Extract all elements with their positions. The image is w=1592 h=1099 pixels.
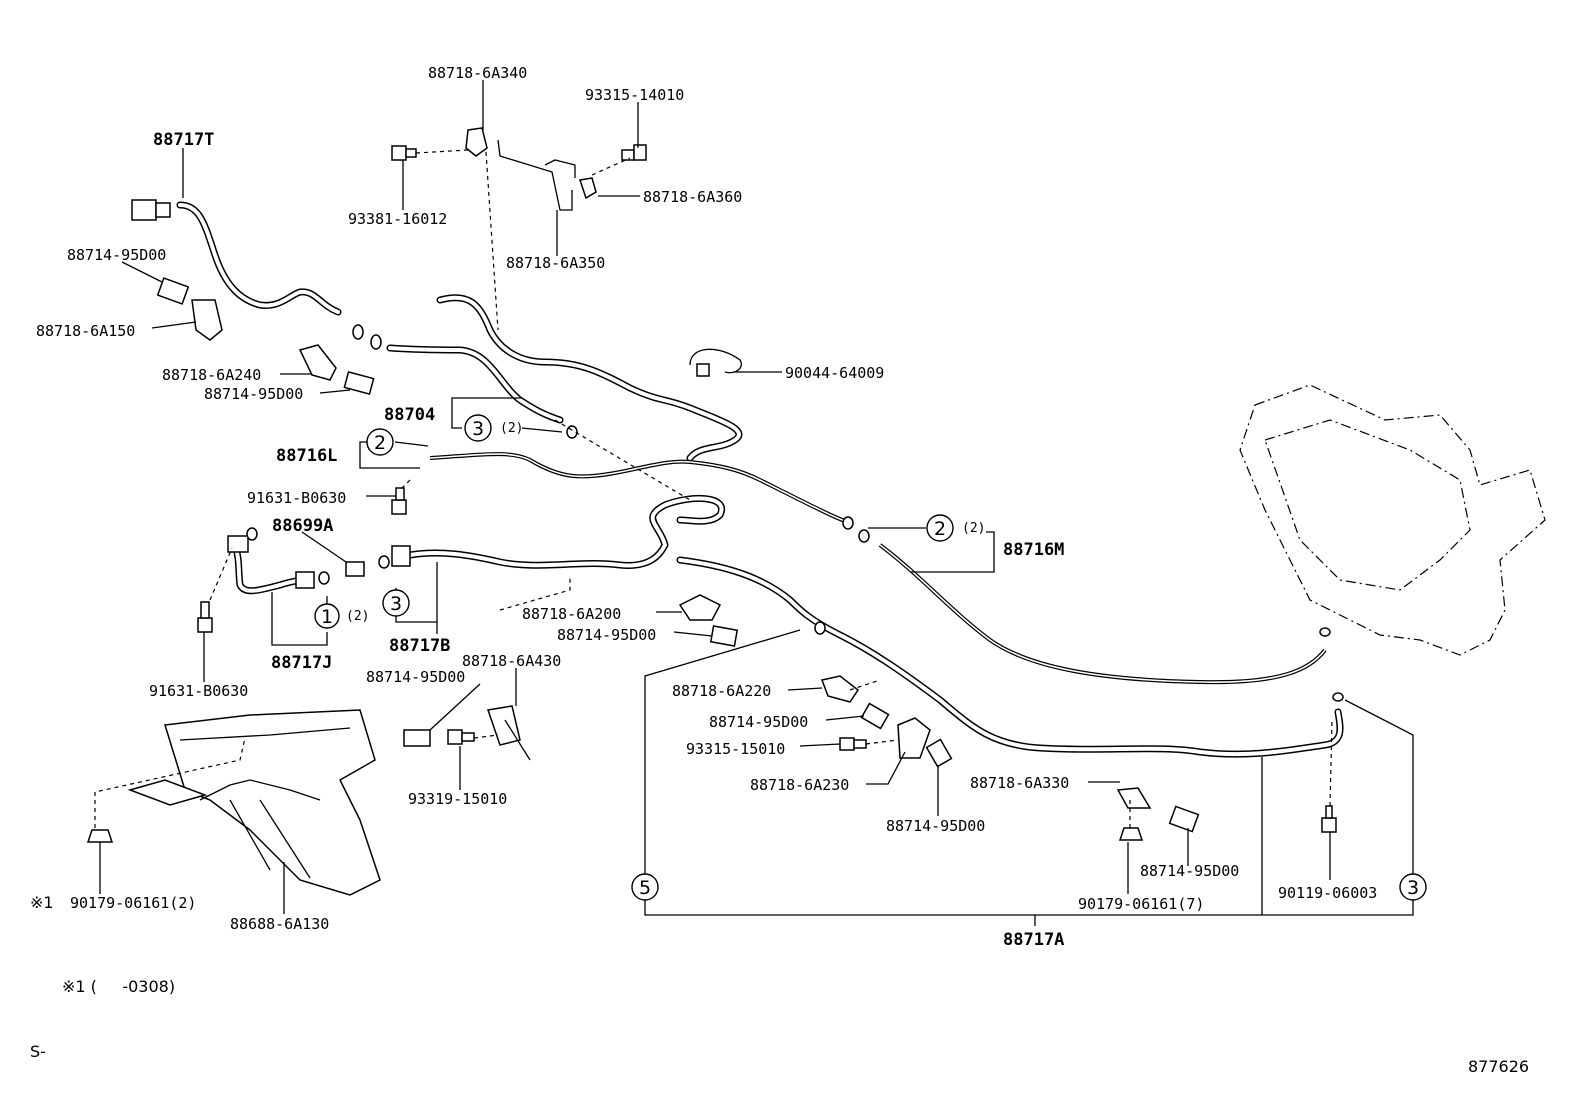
clamp-90044-64009 <box>689 348 742 377</box>
pipe-88717T <box>176 201 342 316</box>
circle-2-a: 2 <box>366 428 394 456</box>
circle-1: 1 <box>314 603 340 629</box>
cushion-88714-95D00-d <box>403 729 431 747</box>
label-93381-16012: 93381-16012 <box>348 210 447 228</box>
connector-88717B <box>391 545 411 567</box>
bolt-93319-15010 <box>447 729 475 745</box>
clamp-88718-6A430 <box>487 705 531 761</box>
label-88718-6A360: 88718-6A360 <box>643 188 742 206</box>
cushion-88714-95D00-c <box>709 625 739 647</box>
qty-88704: (2) <box>500 421 523 436</box>
label-88717J: 88717J <box>271 653 332 673</box>
label-88718-6A340: 88718-6A340 <box>428 64 527 82</box>
connector-88717T <box>131 199 171 221</box>
cushion-88714-95D00-g <box>1168 805 1200 833</box>
circle-2-b: 2 <box>926 514 954 542</box>
label-88714-95D00-g: 88714-95D00 <box>1140 862 1239 880</box>
cushion-88714-95D00-a <box>156 277 190 305</box>
footnote: ※1 ( -0308) <box>62 977 175 996</box>
svg-text:1: 1 <box>321 606 333 628</box>
bolt-93315-14010 <box>621 144 647 161</box>
label-93315-14010: 93315-14010 <box>585 86 684 104</box>
svg-text:2: 2 <box>374 432 386 454</box>
pipe-88717B <box>406 494 725 569</box>
clamp-88718-6A220 <box>820 675 860 703</box>
tube-88716L <box>429 452 849 524</box>
label-88718-6A430: 88718-6A430 <box>462 652 561 670</box>
label-88714-95D00-f: 88714-95D00 <box>886 817 985 835</box>
bolt-93315-15010 <box>839 737 867 751</box>
bracket-88718-6A350 <box>497 139 576 211</box>
clamp-88718-6A200 <box>678 594 722 621</box>
circle-3-a: 3 <box>464 414 492 442</box>
bolt-91631-B0630-b <box>197 601 213 633</box>
circle-3-c: 3 <box>1399 873 1427 901</box>
label-90179-06161-2: 90179-06161(2) <box>70 894 196 912</box>
svg-text:5: 5 <box>639 877 651 899</box>
circle-3-b: 3 <box>382 589 410 617</box>
label-88718-6A200: 88718-6A200 <box>522 605 621 623</box>
svg-text:3: 3 <box>390 593 402 615</box>
label-93315-15010: 93315-15010 <box>686 740 785 758</box>
clamp-88718-6A340 <box>465 127 488 157</box>
label-88688-6A130: 88688-6A130 <box>230 915 329 933</box>
note-mark: ※1 <box>30 893 54 912</box>
nut-90179-06161-2 <box>86 829 114 843</box>
dashed-assembly-lines <box>94 149 1333 828</box>
nut-90179-06161-7 <box>1118 827 1144 841</box>
label-90044-64009: 90044-64009 <box>785 364 884 382</box>
label-88716L: 88716L <box>276 446 337 466</box>
label-88714-95D00-a: 88714-95D00 <box>67 246 166 264</box>
pipe-88717A <box>676 556 1344 758</box>
connector-88717J <box>227 535 315 589</box>
label-88718-6A240: 88718-6A240 <box>162 366 261 384</box>
svg-text:2: 2 <box>934 518 946 540</box>
svg-text:3: 3 <box>472 418 484 440</box>
clamp-88718-6A240 <box>298 344 337 381</box>
cushion-88714-95D00-f <box>925 738 953 768</box>
label-88717B: 88717B <box>389 636 450 656</box>
label-88714-95D00-d: 88714-95D00 <box>366 668 465 686</box>
code-left: S- <box>30 1042 46 1061</box>
protector-88688-6A130 <box>127 709 381 896</box>
label-93319-15010: 93319-15010 <box>408 790 507 808</box>
clamp-88718-6A150 <box>191 299 223 341</box>
circle-5: 5 <box>631 873 659 901</box>
label-88704: 88704 <box>384 405 435 425</box>
cushion-88714-95D00-b <box>343 370 375 396</box>
label-88717A: 88717A <box>1003 930 1064 950</box>
clamp-88718-6A230 <box>897 717 931 759</box>
fuel-tank-outline <box>1239 384 1546 656</box>
label-88714-95D00-c: 88714-95D00 <box>557 626 656 644</box>
label-88699A: 88699A <box>272 516 333 536</box>
label-91631-B0630-b: 91631-B0630 <box>149 682 248 700</box>
label-90179-06161-7: 90179-06161(7) <box>1078 895 1204 913</box>
pipe-88704 <box>386 294 743 462</box>
label-88718-6A220: 88718-6A220 <box>672 682 771 700</box>
label-88718-6A350: 88718-6A350 <box>506 254 605 272</box>
bolt-90119-06003 <box>1321 805 1337 833</box>
bolt-93381-16012 <box>391 145 417 161</box>
label-90119-06003: 90119-06003 <box>1278 884 1377 902</box>
clamp-88718-6A360 <box>579 177 597 200</box>
label-88718-6A330: 88718-6A330 <box>970 774 1069 792</box>
label-91631-B0630-a: 91631-B0630 <box>247 489 346 507</box>
code-right: 877626 <box>1468 1057 1529 1076</box>
label-88716M: 88716M <box>1003 540 1064 560</box>
clamp-88718-6A330 <box>1116 787 1152 809</box>
label-88717T: 88717T <box>153 130 214 150</box>
label-88718-6A230: 88718-6A230 <box>750 776 849 794</box>
cushion-88714-95D00-e <box>860 702 890 730</box>
qty-88716M: (2) <box>962 521 985 536</box>
leader-lines <box>99 80 1414 926</box>
label-88718-6A150: 88718-6A150 <box>36 322 135 340</box>
tube-88716M <box>878 543 1327 685</box>
bolt-91631-B0630-a <box>391 487 407 515</box>
label-88714-95D00-e: 88714-95D00 <box>709 713 808 731</box>
grommet-88699A <box>345 561 365 577</box>
qty-88717J: (2) <box>346 609 369 624</box>
label-88714-95D00-b: 88714-95D00 <box>204 385 303 403</box>
svg-text:3: 3 <box>1407 877 1419 899</box>
